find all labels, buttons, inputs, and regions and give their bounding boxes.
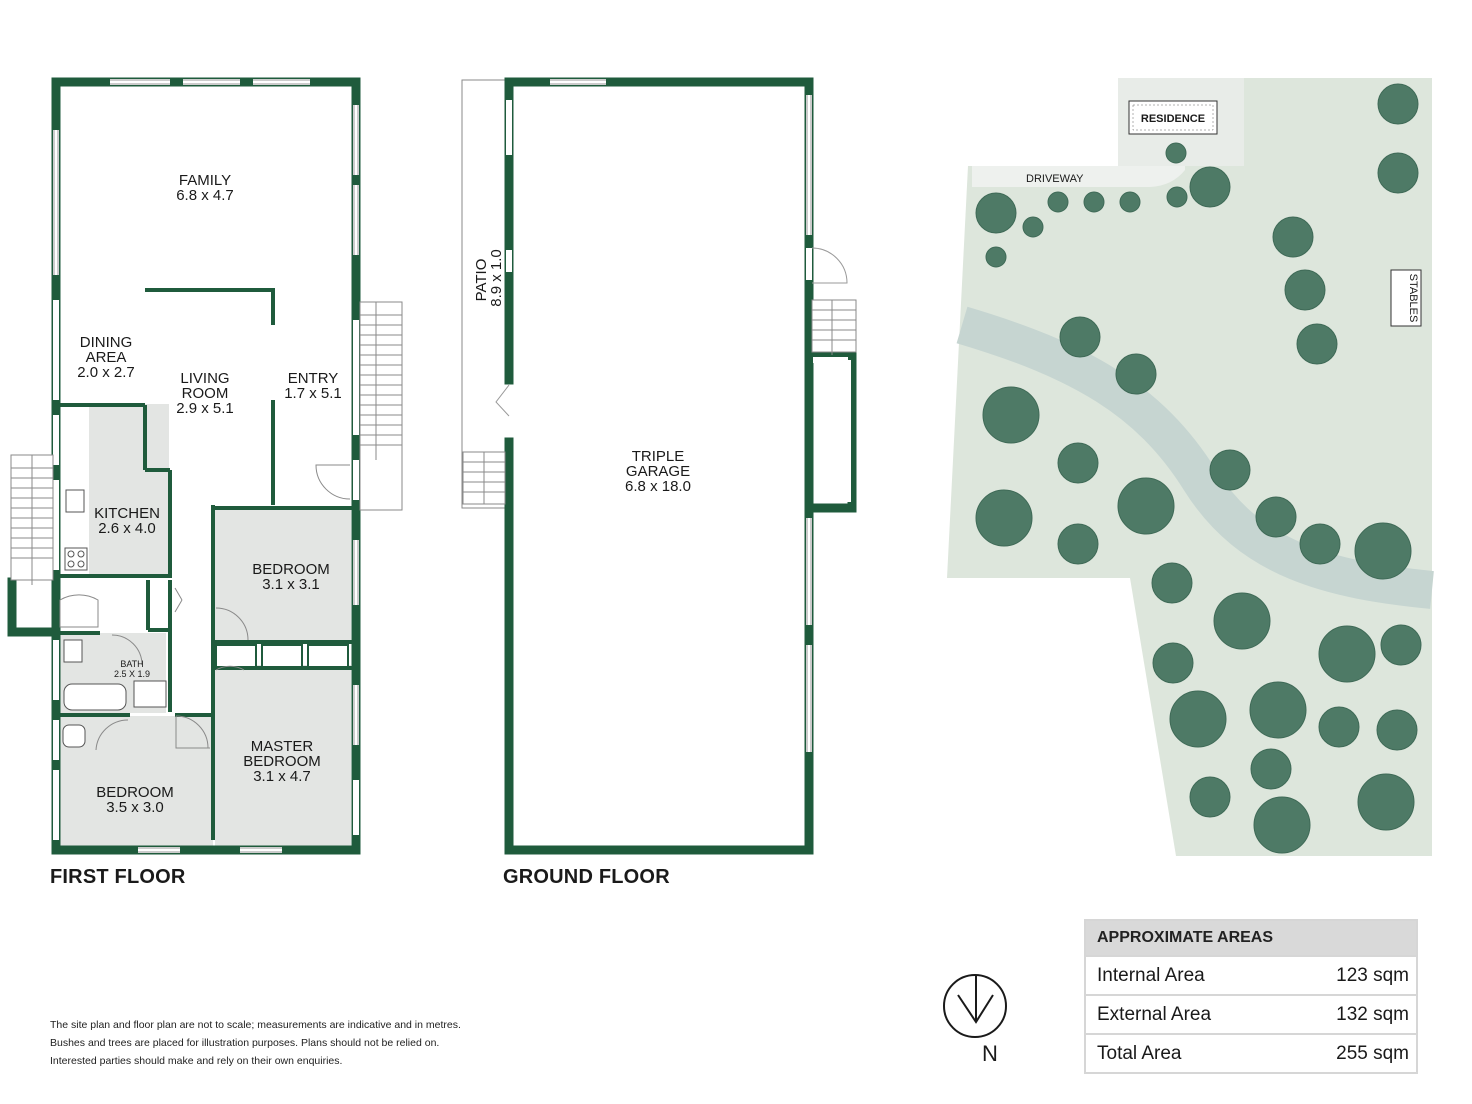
driveway [972,140,1185,187]
master-label-1: MASTER [251,738,314,755]
garage-dims: 6.8 x 18.0 [625,478,691,495]
bedroom-left-dims: 3.5 x 3.0 [106,799,164,816]
family-label: FAMILY [179,172,231,189]
areas-heading: APPROXIMATE AREAS [1086,921,1416,955]
ground-floor-title: GROUND FLOOR [503,866,670,888]
area-value: 123 sqm [1336,965,1409,986]
kitchen-label: KITCHEN [94,505,160,522]
residence-building [1128,100,1218,135]
areas-row: Total Area 255 sqm [1086,1033,1416,1072]
master-bedroom-fill [215,665,351,847]
disclaimer: The site plan and floor plan are not to … [50,1016,520,1070]
first-floor-stairs-right [359,301,403,511]
area-value: 132 sqm [1336,1004,1409,1025]
bedroom-right-dims: 3.1 x 3.1 [262,576,320,593]
patio-label: PATIO [473,259,490,302]
kitchen-dims: 2.6 x 4.0 [98,520,156,537]
first-floor-stairs-left [10,454,54,585]
living-label-1: LIVING [180,370,229,387]
ground-floor-plan: PATIO 8.9 x 1.0 TRIPLE GARAGE 6.8 x 18.0 [461,77,857,855]
disclaimer-line: Bushes and trees are placed for illustra… [50,1037,440,1049]
bedroom-right-label: BEDROOM [252,561,330,578]
living-dims: 2.9 x 5.1 [176,400,234,417]
first-floor-plan: FAMILY 6.8 x 4.7 DINING AREA 2.0 x 2.7 L… [7,77,403,855]
area-label: External Area [1097,1004,1212,1025]
ground-floor-stairs-right [811,299,857,355]
stables-label: STABLES [1407,274,1419,323]
master-dims: 3.1 x 4.7 [253,768,311,785]
patio-dims: 8.9 x 1.0 [488,249,505,307]
first-floor-title: FIRST FLOOR [50,866,186,888]
kitchen-fill [89,404,169,576]
entry-dims: 1.7 x 5.1 [284,385,342,402]
compass-label: N [982,1041,998,1066]
ground-floor-stairs-left [462,451,506,505]
master-label-2: BEDROOM [243,753,321,770]
dining-label-2: AREA [86,349,127,366]
garage-label-1: TRIPLE [632,448,685,465]
garage-label-2: GARAGE [626,463,690,480]
disclaimer-line: Interested parties should make and rely … [50,1055,343,1067]
dining-label-1: DINING [80,334,133,351]
dining-dims: 2.0 x 2.7 [77,364,135,381]
areas-row: Internal Area 123 sqm [1086,955,1416,994]
living-label-2: ROOM [182,385,229,402]
approximate-areas-table: APPROXIMATE AREAS Internal Area 123 sqm … [1084,919,1418,1074]
area-label: Internal Area [1097,965,1205,986]
residence-label: RESIDENCE [1141,113,1205,125]
areas-row: External Area 132 sqm [1086,994,1416,1033]
bath-label: BATH [120,659,143,669]
trees [975,83,1422,854]
area-label: Total Area [1097,1043,1182,1064]
disclaimer-line: The site plan and floor plan are not to … [50,1019,461,1031]
bedroom-left-label: BEDROOM [96,784,174,801]
driveway-label: DRIVEWAY [1026,173,1084,185]
family-dims: 6.8 x 4.7 [176,187,234,204]
bath-dims: 2.5 X 1.9 [114,669,150,679]
area-value: 255 sqm [1336,1043,1409,1064]
bedroom-right-fill [213,509,351,640]
entry-label: ENTRY [288,370,339,387]
track [956,306,1434,609]
stables-building [1390,269,1422,327]
site-plan: RESIDENCE DRIVEWAY STABLES [947,78,1434,856]
north-compass-icon [943,974,1007,1038]
